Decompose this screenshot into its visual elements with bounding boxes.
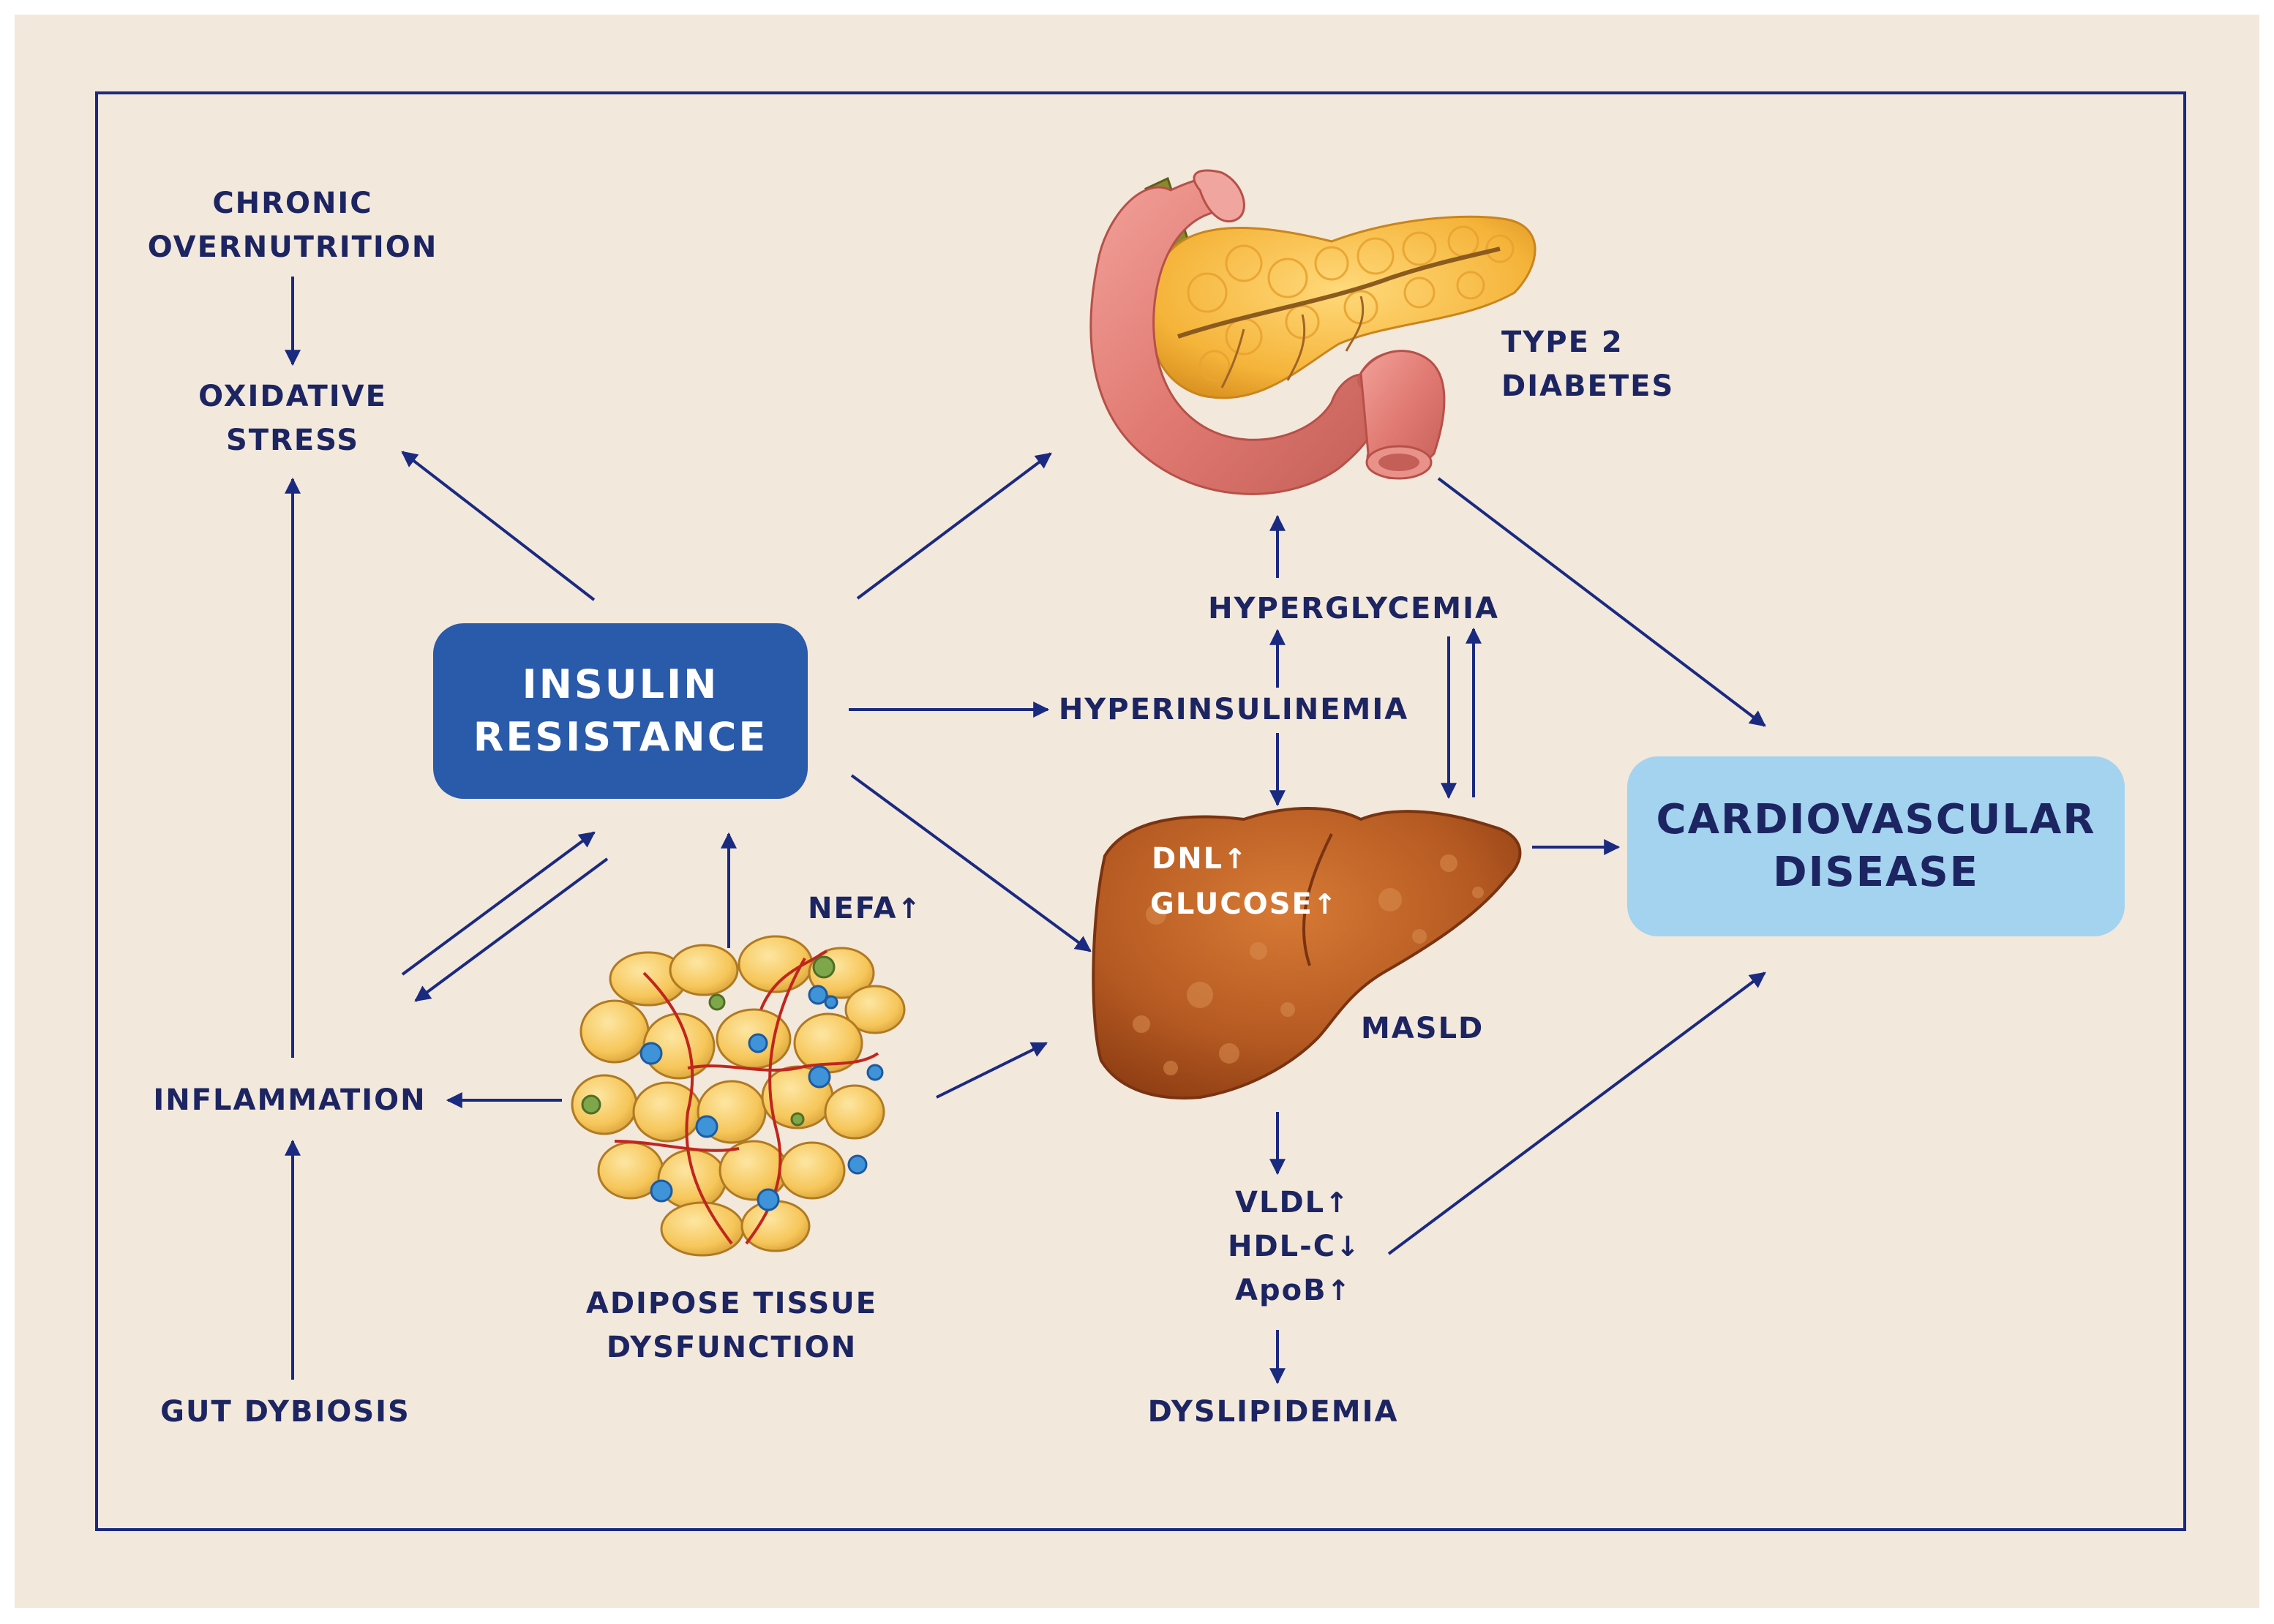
arrow-inflammation-to-insulin [401, 831, 596, 976]
node-adipose-tissue-dysfunction: ADIPOSE TISSUE DYSFUNCTION [585, 1287, 878, 1364]
arrow-down-icon: ↓ [1336, 1230, 1361, 1263]
node-type2-diabetes: TYPE 2 DIABETES [1501, 326, 1675, 403]
arrow-up-icon: ↑ [1223, 843, 1249, 875]
adipose-cells-illustration [571, 935, 906, 1257]
node-hyperinsulinemia: HYPERINSULINEMIA [1058, 693, 1409, 726]
arrow-up-icon: ↑ [897, 892, 923, 925]
node-inflammation: INFLAMMATION [153, 1083, 427, 1117]
node-masld: MASLD [1361, 1012, 1485, 1045]
liver-glucose-label: GLUCOSE↑ [1150, 887, 1338, 921]
node-nefa: NEFA↑ [808, 892, 923, 925]
node-hyperglycemia: HYPERGLYCEMIA [1208, 592, 1499, 625]
node-gut-dysbiosis: GUT DYBIOSIS [160, 1395, 410, 1429]
arrow-insulin-to-oxidative [401, 451, 596, 601]
arrow-insulin-to-liver [850, 774, 1092, 952]
arrow-up-icon: ↑ [1326, 1274, 1352, 1307]
arrows [285, 277, 1766, 1385]
lipid-apob: ApoB↑ [1235, 1274, 1352, 1307]
arrow-pancreas-to-cvd [1437, 477, 1766, 727]
arrow-lipids-to-cvd [1387, 971, 1766, 1255]
node-cardiovascular-disease: CARDIOVASCULAR DISEASE [1627, 756, 2125, 936]
pancreas-illustration [1089, 169, 1536, 495]
arrow-up-icon: ↑ [1325, 1187, 1350, 1219]
arrow-adipose-to-liver [936, 1042, 1048, 1099]
lipid-vldl: VLDL↑ [1235, 1186, 1350, 1219]
node-insulin-resistance: INSULIN RESISTANCE [433, 623, 808, 799]
liver-illustration [1092, 807, 1522, 1099]
arrow-insulin-to-inflammation [414, 857, 609, 1002]
arrow-up-icon: ↑ [1313, 888, 1338, 920]
node-oxidative-stress: OXIDATIVE STRESS [198, 380, 387, 457]
diagram-frame [95, 91, 2186, 1531]
arrow-insulin-to-pancreas [856, 452, 1052, 600]
lipid-hdl-c: HDL-C↓ [1228, 1230, 1361, 1263]
liver-dnl-label: DNL↑ [1152, 842, 1249, 876]
node-chronic-overnutrition: CHRONIC OVERNUTRITION [147, 187, 438, 264]
node-dyslipidemia: DYSLIPIDEMIA [1147, 1395, 1399, 1429]
